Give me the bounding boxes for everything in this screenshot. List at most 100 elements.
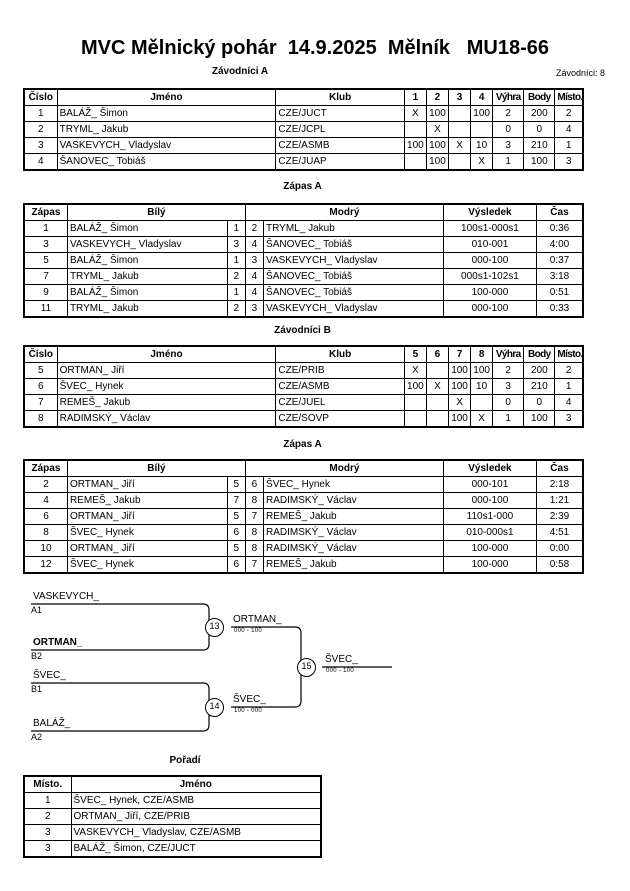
cell-modry: VASKEVYCH_ Vladyslav (263, 300, 444, 318)
cell-misto: 3 (554, 153, 584, 171)
cell-opponent-1 (403, 410, 427, 428)
cell-modry: ŠANOVEC_ Tobiáš (263, 284, 444, 301)
cell-body: 0 (523, 121, 556, 138)
cell-modry: ŠVEC_ Hynek (263, 476, 444, 493)
cell-vysledek: 110s1-000 (442, 508, 537, 525)
col-vysledek: Výsledek (442, 459, 537, 477)
cell-vysledek: 000-100 (442, 300, 537, 318)
cell-opponent-2 (425, 362, 450, 379)
bracket-entry-seed: A1 (31, 605, 43, 615)
bracket-match-node[interactable]: 15 (297, 658, 316, 677)
cell-zapas: 10 (23, 540, 68, 557)
cell-vyhra: 3 (492, 137, 525, 154)
cell-body: 0 (523, 394, 556, 411)
cell-body: 100 (523, 153, 556, 171)
cell-misto: 3 (554, 410, 584, 428)
cell-vyhra: 2 (492, 105, 525, 122)
cell-modry: VASKEVYCH_ Vladyslav (263, 252, 444, 269)
cell-zapas: 6 (23, 508, 68, 525)
cell-vysledek: 000-100 (442, 492, 537, 509)
cell-opponent-3: 100 (447, 378, 472, 395)
cell-misto: 2 (554, 105, 584, 122)
col-vyhra: Výhra (492, 345, 525, 363)
bracket-entry-name: ORTMAN_ (33, 637, 83, 648)
cell-klub: CZE/JUAP (275, 153, 405, 171)
col-jmeno: Jméno (56, 345, 277, 363)
cell-zapas: 5 (23, 252, 68, 269)
col-vysledek: Výsledek (442, 203, 537, 221)
cell-modry-number: 3 (244, 252, 265, 269)
cell-cislo: 2 (23, 121, 58, 138)
cell-body: 200 (523, 362, 556, 379)
cell-zapas: 4 (23, 492, 68, 509)
col-misto: Místo. (554, 88, 584, 106)
col-klub: Klub (275, 345, 405, 363)
cell-bily: ŠVEC_ Hynek (66, 556, 228, 574)
cell-vyhra: 2 (492, 362, 525, 379)
col-cas: Čas (535, 203, 584, 221)
cell-vysledek: 000-101 (442, 476, 537, 493)
cell-misto: 1 (554, 378, 584, 395)
cell-bily-number: 5 (226, 476, 246, 493)
cell-opponent-4: 10 (470, 378, 494, 395)
cell-cas: 0:00 (535, 540, 584, 557)
pool-a-heading: Závodníci A (211, 66, 269, 77)
bracket-winner-name: ŠVEC_ (325, 654, 358, 665)
cell-cas: 0:36 (535, 220, 584, 237)
cell-opponent-4 (470, 121, 494, 138)
cell-modry: RADIMSKÝ_ Václav (263, 492, 444, 509)
competitors-count: Závodníci: 8 (555, 68, 605, 78)
cell-zapas: 11 (23, 300, 68, 318)
cell-bily: BALÁŽ_ Šimon (66, 220, 228, 237)
col-bily: Bílý (66, 459, 246, 477)
col-modry: Modrý (244, 459, 444, 477)
cell-modry-number: 6 (244, 476, 265, 493)
bracket-match-node[interactable]: 13 (205, 618, 224, 637)
cell-bily-number: 6 (226, 524, 246, 541)
cell-jmeno: ŠVEC_ Hynek, CZE/ASMB (70, 792, 322, 809)
cell-opponent-4: 100 (470, 362, 494, 379)
cell-jmeno: TRYML_ Jakub (56, 121, 277, 138)
cell-jmeno: RADIMSKÝ_ Václav (56, 410, 277, 428)
matches-a-heading: Zápas A (283, 181, 322, 192)
bracket-entry-seed: B2 (31, 651, 43, 661)
cell-modry: RADIMSKÝ_ Václav (263, 524, 444, 541)
cell-modry: ŠANOVEC_ Tobiáš (263, 236, 444, 253)
cell-opponent-1 (403, 153, 427, 171)
cell-bily-number: 5 (226, 508, 246, 525)
cell-bily: ŠVEC_ Hynek (66, 524, 228, 541)
cell-opponent-3: 100 (447, 362, 472, 379)
col-opp-2: 2 (425, 88, 450, 106)
cell-cas: 2:18 (535, 476, 584, 493)
cell-misto: 3 (23, 840, 72, 858)
cell-opponent-4: 100 (470, 105, 494, 122)
cell-bily-number: 7 (226, 492, 246, 509)
cell-bily: TRYML_ Jakub (66, 268, 228, 285)
cell-modry: TRYML_ Jakub (263, 220, 444, 237)
pool-b-table: Číslo Jméno Klub 5 6 7 8 Výhra Body Míst… (23, 345, 584, 428)
col-opp-7: 7 (447, 345, 472, 363)
cell-opponent-2: 100 (425, 137, 450, 154)
col-bily: Bílý (66, 203, 246, 221)
bracket-match-node[interactable]: 14 (205, 698, 224, 717)
cell-bily-number: 6 (226, 556, 246, 574)
cell-modry: REMEŠ_ Jakub (263, 556, 444, 574)
cell-bily: ORTMAN_ Jiří (66, 540, 228, 557)
matches-b-heading: Zápas A (283, 439, 322, 450)
cell-opponent-3 (447, 121, 472, 138)
cell-bily-number: 2 (226, 268, 246, 285)
cell-klub: CZE/ASMB (275, 137, 405, 154)
cell-jmeno: ŠVEC_ Hynek (56, 378, 277, 395)
cell-misto: 3 (23, 824, 72, 841)
cell-bily: TRYML_ Jakub (66, 300, 228, 318)
bracket-match-score: 100 - 000 (234, 708, 263, 714)
